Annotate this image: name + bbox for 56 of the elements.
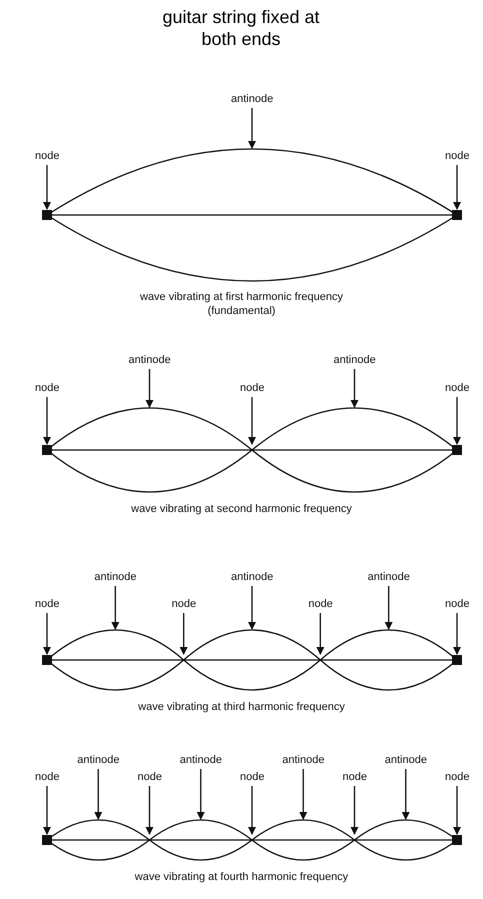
antinode-label: antinode xyxy=(128,354,171,367)
leader-arrow xyxy=(248,397,256,445)
leader-arrow xyxy=(94,769,102,820)
node-label: node xyxy=(35,598,60,611)
node-label: node xyxy=(445,382,470,395)
wave-description-label: wave vibrating at fourth harmonic frequency xyxy=(134,870,350,884)
antinode-label: antinode xyxy=(180,754,222,767)
node-label: node xyxy=(35,771,60,784)
leader-arrow xyxy=(146,369,154,408)
standing-wave-drawing xyxy=(42,819,462,861)
leader-arrow xyxy=(316,613,324,655)
leader-arrow xyxy=(453,165,461,210)
leader-arrow xyxy=(384,586,393,630)
leader-arrow xyxy=(248,586,256,630)
leader-arrow xyxy=(43,786,51,835)
leader-arrow xyxy=(43,613,51,655)
antinode-label: antinode xyxy=(231,93,274,106)
wave-description-label: wave vibrating at third harmonic frequency xyxy=(137,700,346,714)
antinode-label: antinode xyxy=(368,571,410,584)
wave-description-label: wave vibrating at second harmonic frequency xyxy=(130,502,353,516)
antinode-label: antinode xyxy=(334,354,376,367)
node-label: node xyxy=(35,382,60,395)
leader-arrow xyxy=(248,108,256,149)
node-label: node xyxy=(138,771,162,784)
node-label: node xyxy=(445,150,470,163)
leader-arrow xyxy=(453,397,461,445)
leader-arrow xyxy=(111,586,120,630)
node-label: node xyxy=(445,598,470,611)
leader-arrow xyxy=(350,369,358,408)
node-label: node xyxy=(445,771,470,784)
antinode-label: antinode xyxy=(384,754,427,767)
antinode-label: antinode xyxy=(231,571,274,584)
node-label: node xyxy=(35,150,60,163)
leader-arrow xyxy=(350,786,358,835)
antinode-label: antinode xyxy=(94,571,137,584)
node-label: node xyxy=(240,771,264,784)
leader-arrow xyxy=(248,786,256,835)
leader-arrow xyxy=(402,769,410,820)
leader-arrow xyxy=(453,786,461,835)
title: guitar string fixed at both ends xyxy=(161,6,321,50)
leader-arrow xyxy=(299,769,308,820)
leader-arrow xyxy=(180,613,188,655)
node-label: node xyxy=(240,382,264,395)
antinode-label: antinode xyxy=(282,754,324,767)
standing-wave-drawing xyxy=(42,407,462,493)
standing-wave-drawing xyxy=(42,629,462,691)
wave-description-label: wave vibrating at first harmonic frequency (fundamental) xyxy=(139,290,344,318)
leader-arrow xyxy=(453,613,461,655)
antinode-label: antinode xyxy=(77,754,120,767)
node-label: node xyxy=(172,598,196,611)
leader-arrow xyxy=(43,165,51,210)
leader-arrow xyxy=(43,397,51,445)
node-label: node xyxy=(308,598,333,611)
leader-arrow xyxy=(196,769,205,820)
leader-arrow xyxy=(146,786,154,835)
node-label: node xyxy=(342,771,367,784)
